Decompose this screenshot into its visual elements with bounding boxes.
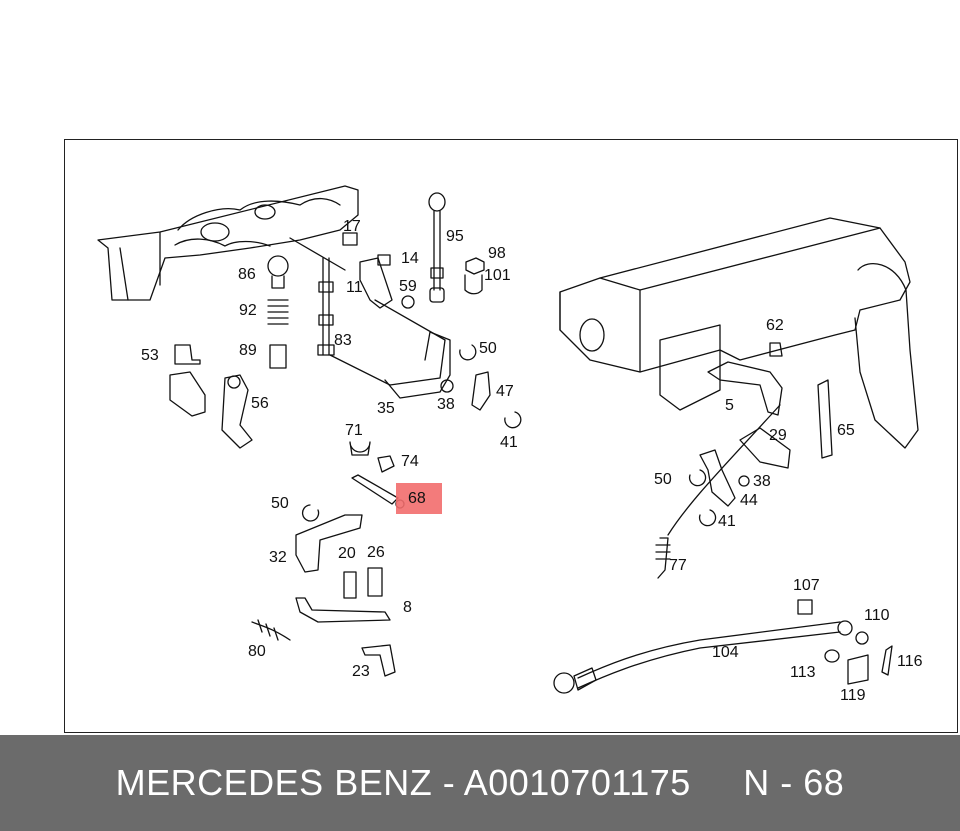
part-label-17: 17 bbox=[343, 218, 361, 235]
part-label-80: 80 bbox=[248, 643, 266, 660]
part-label-74: 74 bbox=[401, 453, 419, 470]
footer-title: MERCEDES BENZ - A0010701175 bbox=[115, 762, 691, 803]
part-label-29: 29 bbox=[769, 427, 787, 444]
part-label-41-a: 41 bbox=[500, 434, 518, 451]
diagram-frame bbox=[64, 139, 958, 733]
part-label-32: 32 bbox=[269, 549, 287, 566]
part-label-8: 8 bbox=[403, 599, 412, 616]
part-label-56: 56 bbox=[251, 395, 269, 412]
footer-bar: MERCEDES BENZ - A0010701175 N - 68 bbox=[0, 735, 960, 831]
part-label-107: 107 bbox=[793, 577, 820, 594]
part-label-95: 95 bbox=[446, 228, 464, 245]
part-label-89: 89 bbox=[239, 342, 257, 359]
part-label-104: 104 bbox=[712, 644, 739, 661]
part-label-59: 59 bbox=[399, 278, 417, 295]
part-label-119: 119 bbox=[840, 687, 866, 704]
part-label-38-a: 38 bbox=[437, 396, 455, 413]
part-label-47: 47 bbox=[496, 383, 514, 400]
footer-spacer bbox=[691, 762, 744, 804]
part-label-101: 101 bbox=[484, 267, 511, 284]
footer-caption: MERCEDES BENZ - A0010701175 N - 68 bbox=[0, 735, 960, 831]
part-label-86: 86 bbox=[238, 266, 256, 283]
part-label-20: 20 bbox=[338, 545, 356, 562]
part-label-26: 26 bbox=[367, 544, 385, 561]
part-label-5: 5 bbox=[725, 397, 734, 414]
part-label-110: 110 bbox=[864, 607, 890, 624]
part-label-77: 77 bbox=[669, 557, 687, 574]
footer-ref: N - 68 bbox=[743, 762, 845, 803]
shift-rod-drawing bbox=[317, 192, 522, 429]
part-label-98: 98 bbox=[488, 245, 506, 262]
highlight-marker bbox=[396, 483, 442, 514]
part-label-14: 14 bbox=[401, 250, 419, 267]
part-label-92: 92 bbox=[239, 302, 257, 319]
part-label-83: 83 bbox=[334, 332, 352, 349]
part-label-71: 71 bbox=[345, 422, 363, 439]
part-label-65: 65 bbox=[837, 422, 855, 439]
part-label-113: 113 bbox=[790, 664, 816, 681]
part-label-62: 62 bbox=[766, 317, 784, 334]
part-label-50-a: 50 bbox=[479, 340, 497, 357]
part-label-38-b: 38 bbox=[753, 473, 771, 490]
part-label-23: 23 bbox=[352, 663, 370, 680]
part-label-53: 53 bbox=[141, 347, 159, 364]
parts-diagram bbox=[97, 185, 919, 694]
part-label-44: 44 bbox=[740, 492, 758, 509]
part-label-35: 35 bbox=[377, 400, 395, 417]
part-label-68-highlighted: 68 bbox=[408, 490, 426, 507]
right-housing-drawing bbox=[553, 217, 919, 694]
left-small-parts-drawing bbox=[169, 255, 405, 677]
part-label-50-c: 50 bbox=[654, 471, 672, 488]
part-label-50-b: 50 bbox=[271, 495, 289, 512]
left-bracket-drawing bbox=[97, 185, 359, 301]
part-label-116: 116 bbox=[897, 653, 923, 670]
part-label-11: 11 bbox=[346, 279, 363, 296]
part-label-41-b: 41 bbox=[718, 513, 736, 530]
